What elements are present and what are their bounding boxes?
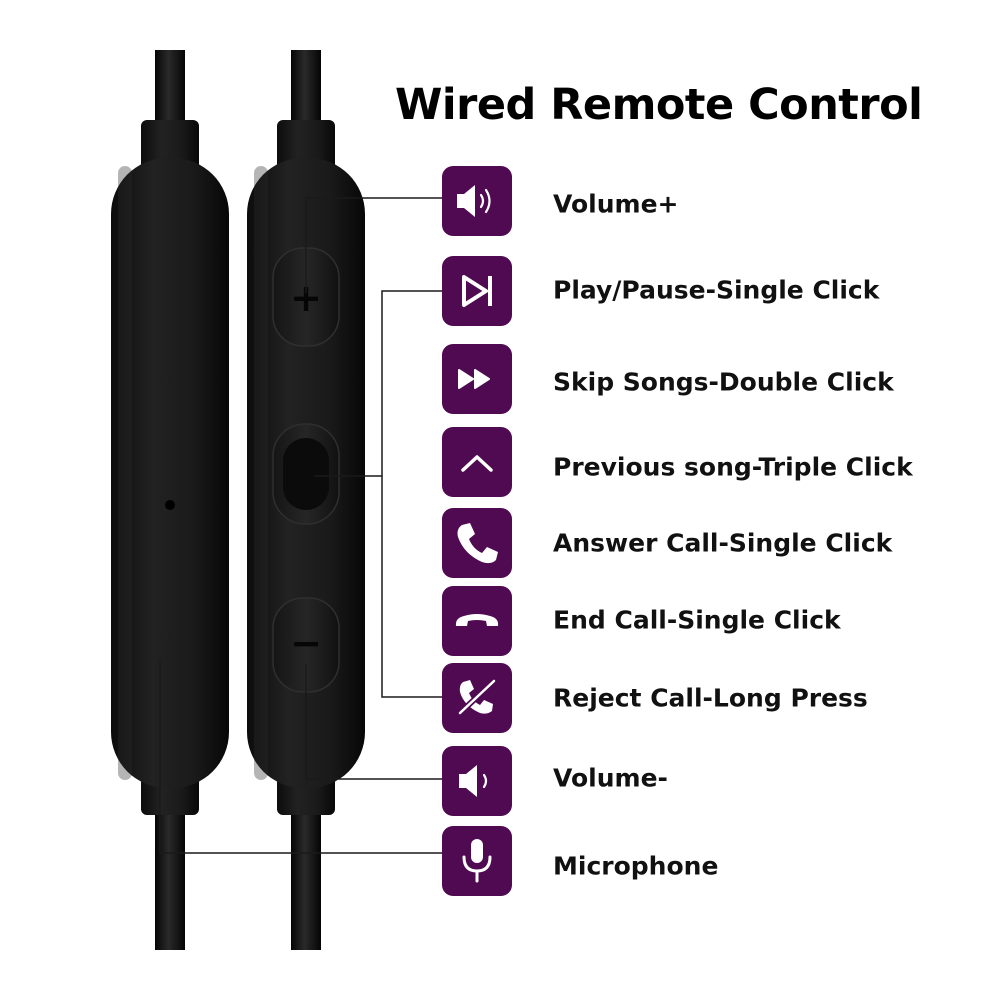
volume-up-button[interactable]: + xyxy=(272,247,340,347)
multifunction-button[interactable] xyxy=(272,423,340,525)
page-title: Wired Remote Control xyxy=(395,80,923,130)
leader-multifunction-bottom xyxy=(381,476,442,698)
label-answer-call: Answer Call-Single Click xyxy=(553,528,893,558)
volume-down-button[interactable]: − xyxy=(272,597,340,693)
label-previous-song: Previous song-Triple Click xyxy=(553,452,913,482)
answer-call-tile xyxy=(442,508,512,578)
volume-up-icon xyxy=(457,185,491,217)
label-microphone: Microphone xyxy=(553,851,719,881)
minus-glyph: − xyxy=(290,621,322,665)
volume-down-icon xyxy=(459,765,488,797)
label-volume-up: Volume+ xyxy=(553,189,679,219)
phone-answer-icon xyxy=(457,523,498,564)
phone-hangup-icon xyxy=(455,614,499,626)
phone-reject-icon xyxy=(457,678,497,716)
label-volume-down: Volume- xyxy=(553,763,668,793)
microphone-hole xyxy=(165,500,175,510)
leader-volume-up xyxy=(305,197,442,293)
label-end-call: End Call-Single Click xyxy=(553,605,841,635)
leader-multifunction xyxy=(314,290,442,477)
microphone-icon xyxy=(462,839,492,883)
leader-volume-down xyxy=(305,664,442,780)
play-pause-tile xyxy=(442,256,512,326)
reject-call-tile xyxy=(442,663,512,733)
label-skip-songs: Skip Songs-Double Click xyxy=(553,367,894,397)
skip-songs-tile xyxy=(442,344,512,414)
end-call-tile xyxy=(442,586,512,656)
volume-down-tile xyxy=(442,746,512,816)
label-play-pause: Play/Pause-Single Click xyxy=(553,275,880,305)
play-pause-icon xyxy=(462,275,492,307)
chevron-up-icon xyxy=(461,455,493,472)
volume-up-tile xyxy=(442,166,512,236)
previous-song-tile xyxy=(442,427,512,497)
microphone-tile xyxy=(442,826,512,896)
left-remote-unit xyxy=(111,158,229,788)
fast-forward-icon xyxy=(458,369,490,389)
right-remote-unit: + − xyxy=(247,158,365,788)
leader-microphone xyxy=(159,660,442,854)
label-reject-call: Reject Call-Long Press xyxy=(553,683,868,713)
leader-lines xyxy=(159,197,442,854)
